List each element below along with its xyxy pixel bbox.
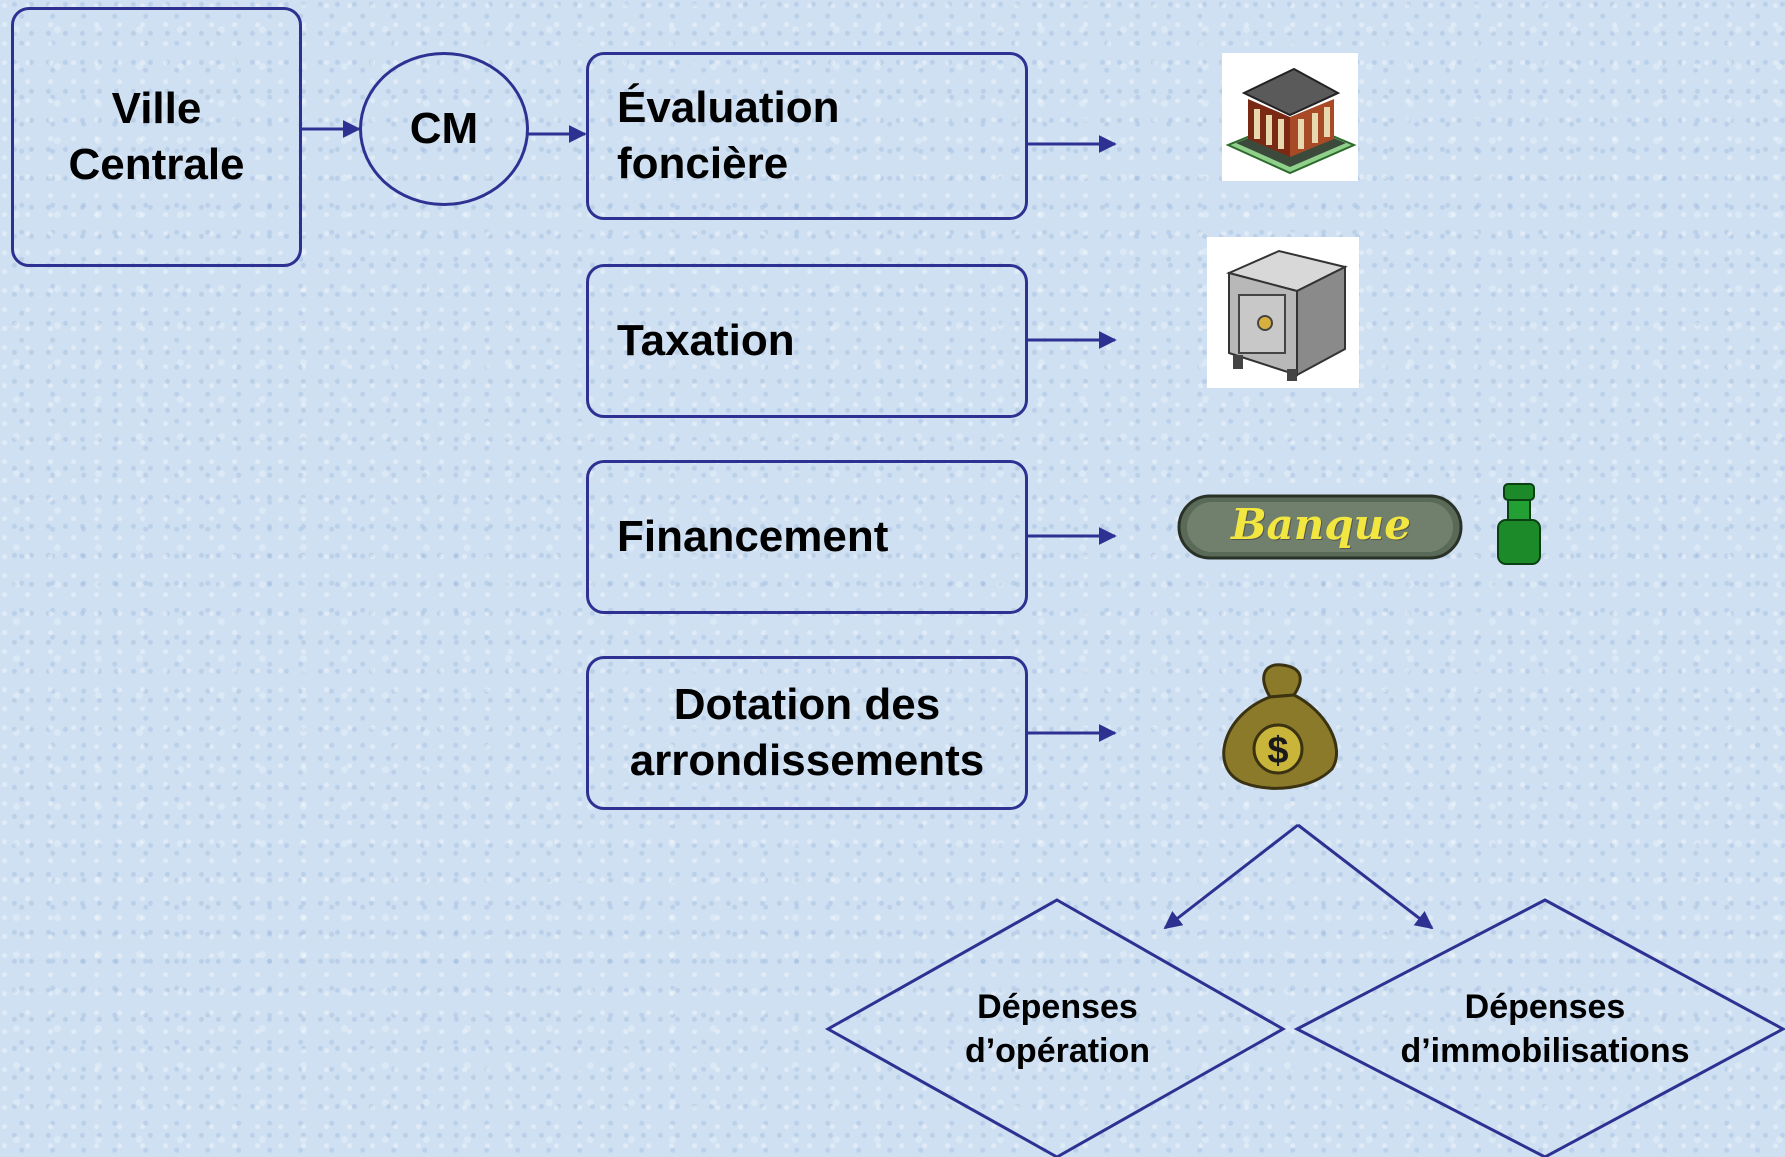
evaluation-label: Évaluation foncière	[617, 83, 840, 188]
banque-sign-label: Banque	[1231, 500, 1411, 549]
depenses-immobilisations-text: Dépenses d’immobilisations	[1400, 988, 1690, 1070]
cm-label: CM	[409, 104, 479, 153]
ville-centrale-box: Ville Centrale	[11, 7, 302, 267]
dotation-label: Dotation des arrondissements	[629, 680, 985, 785]
depenses-operation-label: Dépenses d’opération	[900, 985, 1215, 1073]
money-bag-icon: $	[1208, 657, 1344, 793]
diamond-operation-shape	[824, 898, 1287, 1157]
depenses-immobilisations-label: Dépenses d’immobilisations	[1365, 985, 1725, 1073]
arrow-split-right	[1297, 823, 1434, 930]
taxation-box: Taxation	[586, 264, 1028, 418]
evaluation-box: Évaluation foncière	[586, 52, 1028, 220]
safe-icon	[1207, 237, 1359, 388]
taxation-label: Taxation	[617, 316, 795, 365]
diamond-immobilisations-shape	[1293, 898, 1785, 1157]
financement-label: Financement	[617, 512, 889, 561]
ville-centrale-label: Ville Centrale	[68, 84, 245, 189]
svg-text:$: $	[1267, 730, 1288, 772]
green-piece-icon	[1494, 482, 1544, 566]
financement-box: Financement	[586, 460, 1028, 614]
bank-building-icon	[1222, 53, 1358, 181]
dotation-box: Dotation des arrondissements	[586, 656, 1028, 810]
banque-sign-icon: Banque	[1177, 490, 1465, 564]
cm-circle: CM	[359, 52, 529, 206]
arrow-split-left	[1163, 823, 1299, 930]
depenses-operation-text: Dépenses d’opération	[964, 988, 1151, 1070]
